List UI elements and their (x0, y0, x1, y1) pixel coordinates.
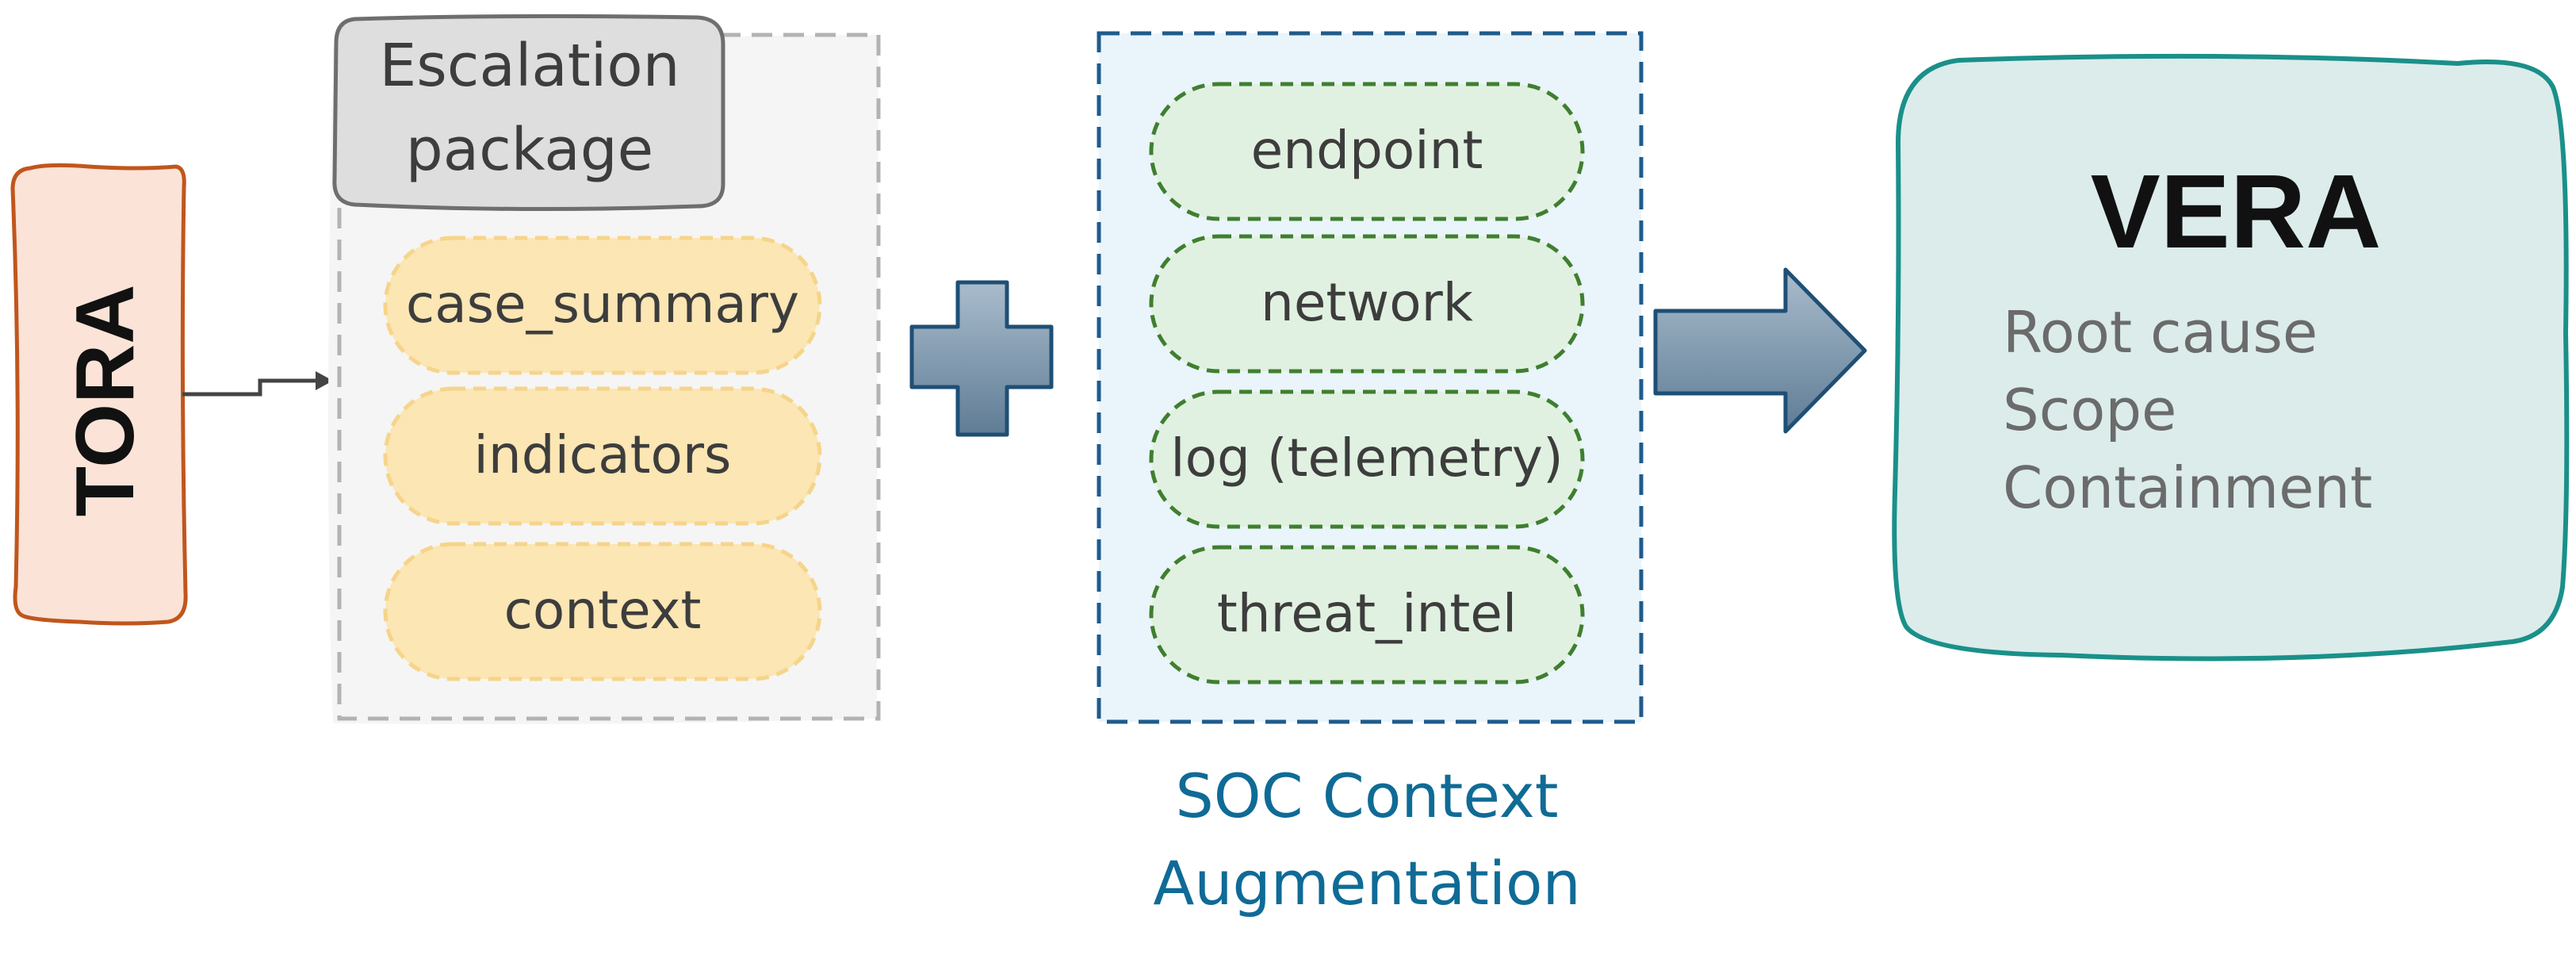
elbow-connector-arrow (182, 371, 333, 397)
escalation-item-case-summary-pill (383, 236, 822, 375)
plus-icon (909, 280, 1054, 437)
soc-item-network-pill (1149, 234, 1585, 374)
soc-item-log-pill (1149, 389, 1585, 529)
arrow-right-icon (1653, 267, 1867, 434)
soc-item-network: network (1261, 272, 1474, 333)
list-item: indicators (383, 386, 822, 526)
soc-item-endpoint: endpoint (1251, 120, 1483, 181)
escalation-title-line2: package (406, 116, 653, 184)
list-item: network (1149, 234, 1585, 374)
vera-output-scope: Scope (2003, 377, 2176, 443)
soc-caption-line1: SOC Context (1175, 761, 1558, 831)
escalation-item-case-summary: case_summary (406, 274, 799, 335)
vera-output-containment: Containment (2003, 454, 2372, 521)
soc-context-border (1097, 31, 1644, 724)
soc-context-group: endpoint network log (telemetry) threat_… (1097, 31, 1644, 918)
soc-item-log: log (telemetry) (1170, 428, 1563, 489)
soc-caption-line2: Augmentation (1153, 848, 1580, 918)
escalation-item-context-pill (383, 542, 822, 681)
escalation-item-context: context (504, 580, 702, 641)
list-item: case_summary (383, 236, 822, 375)
escalation-item-indicators-pill (383, 386, 822, 526)
escalation-item-indicators: indicators (474, 424, 732, 485)
vera-title: VERA (2091, 153, 2382, 270)
list-item: log (telemetry) (1149, 389, 1585, 529)
soc-item-threat-intel-pill (1149, 545, 1585, 684)
vera-box (1892, 53, 2570, 661)
escalation-package-group: Escalation package case_summary indicato… (328, 13, 881, 725)
list-item: endpoint (1149, 82, 1585, 221)
list-item: context (383, 542, 822, 681)
escalation-title-line1: Escalation (380, 32, 680, 100)
soc-item-endpoint-pill (1149, 82, 1585, 221)
vera-node: VERA Root cause Scope Containment (1892, 53, 2570, 661)
tora-label: TORA (59, 285, 151, 517)
vera-output-root-cause: Root cause (2003, 299, 2318, 366)
soc-item-threat-intel: threat_intel (1217, 583, 1517, 644)
tora-box (10, 163, 188, 626)
tora-node: TORA (10, 163, 188, 626)
escalation-title-box (332, 13, 725, 212)
list-item: threat_intel (1149, 545, 1585, 684)
